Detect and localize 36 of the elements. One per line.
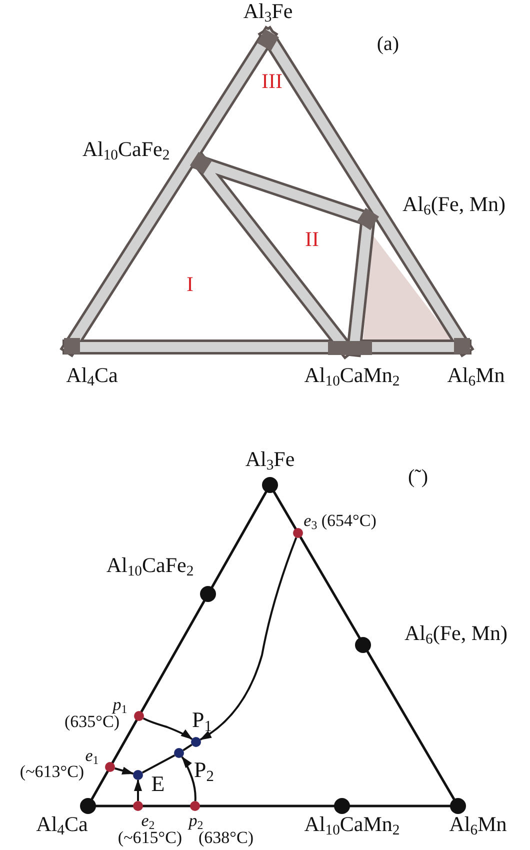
- temperature-label: (638°C): [198, 829, 254, 848]
- point-label: e$_{2}$: [141, 812, 155, 831]
- temperature-label: (635°C): [64, 713, 120, 732]
- point-label: P$_{2}$: [194, 758, 214, 782]
- phase-label: Al$_{10}$CaFe$_{2}$: [106, 554, 194, 578]
- phase-label: Al$_{6}$(Fe, Mn): [402, 193, 506, 216]
- phase-label: Al$_{4}$Ca: [36, 813, 88, 836]
- temperature-label: (~615°C): [118, 829, 182, 848]
- phase-label: Al$_{6}$(Fe, Mn): [404, 622, 508, 646]
- phase-label: Al$_{3}$Fe: [243, 0, 293, 24]
- monovariant-curve: [114, 766, 134, 775]
- panel-label: (˜): [408, 466, 428, 488]
- phase-label: Al$_{3}$Fe: [245, 448, 295, 472]
- point-label: E: [151, 772, 165, 796]
- point-label: P$_{1}$: [192, 708, 212, 732]
- monovariant-curve: [142, 718, 193, 740]
- phase-label: Al$_{10}$CaFe$_{2}$: [82, 138, 170, 162]
- phase-label: Al$_{6}$Mn: [447, 364, 505, 388]
- region-label: I: [186, 273, 194, 296]
- monovariant-curve: [200, 537, 298, 740]
- temperature-label: (~613°C): [20, 763, 84, 782]
- monovariant-curve: [182, 744, 192, 752]
- monovariant-curve: [134, 779, 142, 801]
- region-label: II: [305, 228, 319, 252]
- phase-label: Al$_{10}$CaMn$_{2}$: [304, 813, 400, 836]
- phase-label: Al$_{10}$CaMn$_{2}$: [304, 364, 400, 388]
- monovariant-curve: [142, 754, 176, 774]
- point-label: e$_{1}$: [85, 747, 99, 766]
- point-label: p$_{2}$: [188, 812, 204, 831]
- point-label: e$_{3}$ (654°C): [304, 512, 376, 531]
- monovariant-curve: [181, 756, 196, 802]
- point-label: p$_{1}$: [112, 696, 128, 715]
- phase-label: Al$_{4}$Ca: [66, 364, 118, 388]
- panel-label: (a): [376, 33, 400, 55]
- region-label: III: [262, 70, 282, 94]
- phase-label: Al$_{6}$Mn: [449, 813, 507, 836]
